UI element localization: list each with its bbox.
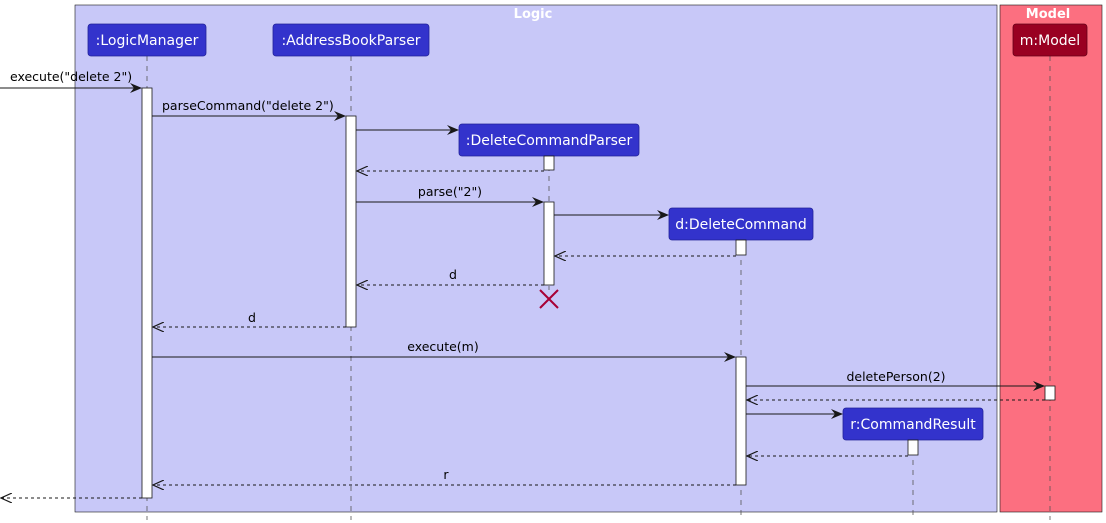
destroy-mark-delete-command-parser xyxy=(539,289,559,309)
participant-model: m:Model xyxy=(1012,23,1088,57)
activation-delete-command-init xyxy=(735,239,747,256)
svg-text::LogicManager: :LogicManager xyxy=(96,33,199,49)
participant-logic-manager: :LogicManager xyxy=(87,23,207,57)
logic-box-title: Logic xyxy=(514,7,553,22)
activation-address-book-parser xyxy=(345,115,357,328)
message-delete-person: deletePerson(2) xyxy=(746,369,1045,391)
activation-command-result xyxy=(907,439,919,456)
activations xyxy=(141,87,1056,499)
message-execute-m: execute(m) xyxy=(152,339,736,362)
svg-text::DeleteCommandParser: :DeleteCommandParser xyxy=(466,133,633,149)
return-d-to-address-book-parser: d xyxy=(357,267,544,285)
return-d-to-logic-manager: d xyxy=(153,310,346,327)
svg-text:deletePerson(2): deletePerson(2) xyxy=(846,369,945,384)
svg-text:parseCommand("delete 2"): parseCommand("delete 2") xyxy=(162,98,334,113)
svg-text:r: r xyxy=(443,467,449,482)
return-r-to-logic-manager: r xyxy=(153,467,736,485)
message-parse-command: parseCommand("delete 2") xyxy=(152,98,346,121)
svg-text::AddressBookParser: :AddressBookParser xyxy=(281,33,420,49)
activation-delete-command-parser-init xyxy=(543,155,555,171)
model-box-title: Model xyxy=(1026,7,1070,22)
activation-delete-command xyxy=(735,356,747,486)
activation-model xyxy=(1044,385,1056,401)
participant-delete-command: d:DeleteCommand xyxy=(668,207,814,241)
svg-text:d: d xyxy=(449,267,457,282)
svg-text:r:CommandResult: r:CommandResult xyxy=(850,417,976,433)
model-box xyxy=(999,4,1103,513)
svg-text:execute(m): execute(m) xyxy=(407,339,479,354)
svg-text:execute("delete 2"): execute("delete 2") xyxy=(10,69,132,84)
activation-logic-manager xyxy=(141,87,153,499)
svg-text:parse("2"): parse("2") xyxy=(418,184,482,199)
svg-text:d:DeleteCommand: d:DeleteCommand xyxy=(675,217,807,233)
participant-address-book-parser: :AddressBookParser xyxy=(272,23,430,57)
svg-text:d: d xyxy=(248,310,256,325)
message-parse: parse("2") xyxy=(356,184,544,207)
activation-delete-command-parser xyxy=(543,201,555,286)
participant-command-result: r:CommandResult xyxy=(842,407,984,441)
message-execute-input: execute("delete 2") xyxy=(0,69,142,93)
participant-delete-command-parser: :DeleteCommandParser xyxy=(458,123,640,157)
svg-text:m:Model: m:Model xyxy=(1020,33,1080,49)
